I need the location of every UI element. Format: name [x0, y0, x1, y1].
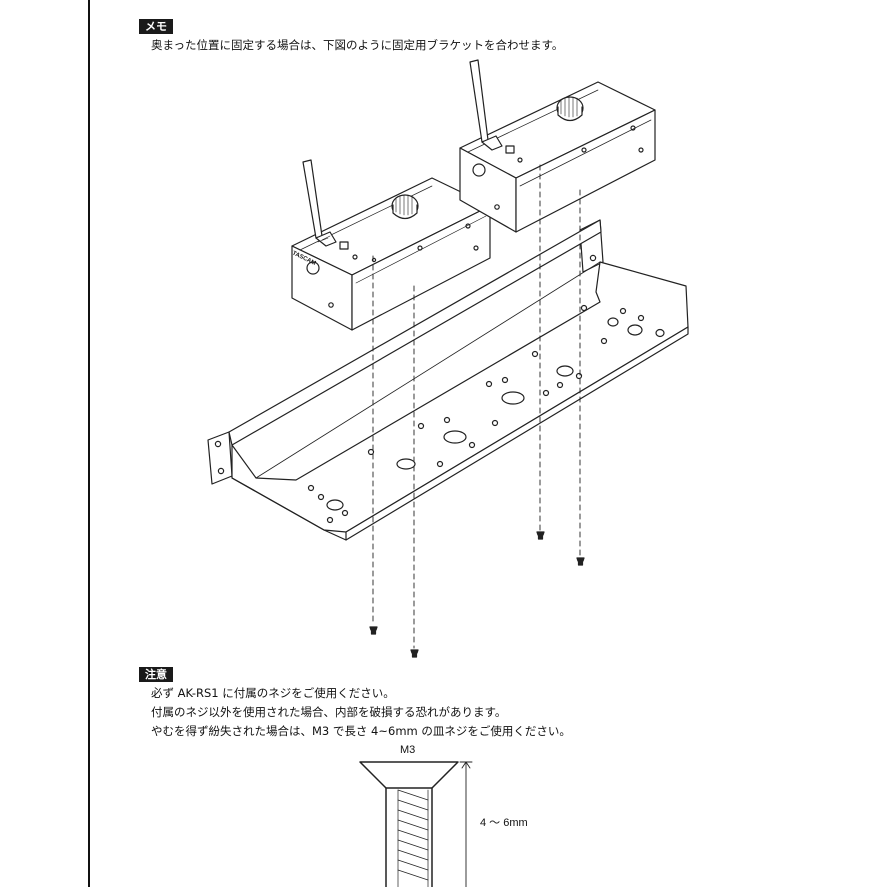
receiver-unit-right [459, 59, 656, 233]
mounting-bracket [207, 219, 689, 541]
caution-line-3: やむを得ず紛失された場合は、M3 で長さ 4~6mm の皿ネジをご使用ください。 [151, 724, 571, 738]
memo-text: 奥まった位置に固定する場合は、下図のように固定用ブラケットを合わせます。 [151, 38, 564, 52]
caution-line-1: 必ず AK-RS1 に付属のネジをご使用ください。 [151, 686, 395, 700]
screw-size-label: M3 [400, 744, 416, 756]
caution-tag: 注意 [139, 667, 173, 682]
caution-line-2: 付属のネジ以外を使用された場合、内部を破損する恐れがあります。 [151, 705, 507, 719]
screw-length-label: 4 ～ 6mm [480, 817, 528, 829]
page-left-rule [88, 0, 90, 887]
memo-tag: メモ [139, 19, 173, 34]
thread-hatching [397, 789, 429, 887]
screw-cross-section [359, 761, 473, 887]
screws [369, 531, 585, 658]
receiver-unit-left [291, 159, 491, 331]
alignment-guides [372, 164, 581, 649]
